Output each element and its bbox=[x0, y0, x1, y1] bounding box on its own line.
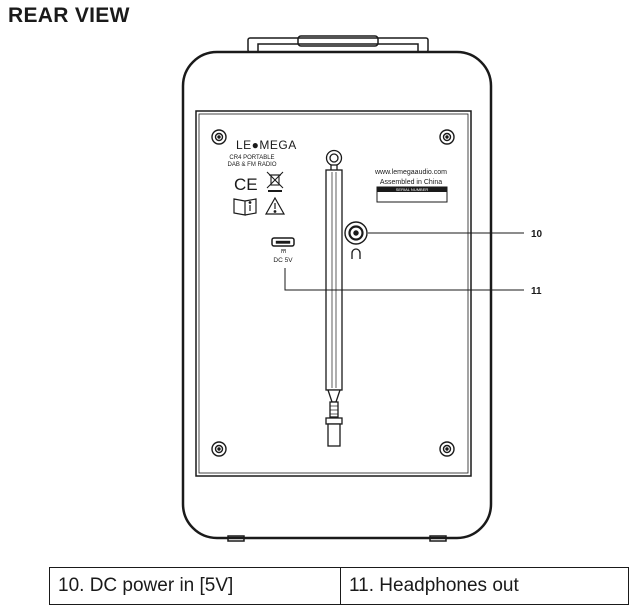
callout-10: 10 bbox=[531, 229, 543, 240]
feet bbox=[227, 535, 447, 542]
headphones-icon bbox=[351, 248, 361, 259]
screw-bottom-left bbox=[211, 441, 227, 457]
serial-number-header bbox=[377, 187, 447, 192]
page-title: REAR VIEW bbox=[8, 4, 130, 27]
telescopic-antenna bbox=[325, 149, 343, 447]
rear-view-diagram: LE●MEGA CR4 PORTABLE DAB & FM RADIO CE w… bbox=[181, 35, 543, 542]
legend-item-10: 10. DC power in [5V] bbox=[49, 567, 341, 605]
ce-mark-icon: CE bbox=[234, 175, 258, 194]
headphone-jack bbox=[344, 221, 368, 245]
legend-table: 10. DC power in [5V] 11. Headphones out bbox=[49, 567, 629, 605]
dc-label: DC 5V bbox=[273, 257, 293, 264]
legend-item-11: 11. Headphones out bbox=[340, 567, 629, 605]
manual-book-icon bbox=[233, 198, 257, 216]
assembled-in: Assembled in China bbox=[380, 179, 442, 186]
callout-11: 11 bbox=[531, 286, 542, 297]
weee-bin-icon bbox=[266, 171, 284, 192]
model-line-2: DAB & FM RADIO bbox=[227, 162, 276, 168]
leader-line-11 bbox=[284, 268, 524, 291]
screw-top-left bbox=[211, 129, 227, 145]
model-line-1: CR4 PORTABLE bbox=[229, 155, 274, 161]
dc-power-port bbox=[271, 237, 295, 253]
warning-triangle-icon bbox=[264, 196, 286, 215]
legend-row: 10. DC power in [5V] 11. Headphones out bbox=[49, 567, 629, 605]
rear-panel-inner bbox=[198, 113, 469, 474]
screw-top-right bbox=[439, 129, 455, 145]
top-controls bbox=[247, 35, 429, 53]
website-url: www.lemegaaudio.com bbox=[374, 169, 447, 176]
screw-bottom-right bbox=[439, 441, 455, 457]
brand-logo: LE●MEGA bbox=[236, 138, 297, 152]
serial-number-label: SERIAL NUMBER bbox=[396, 187, 429, 192]
